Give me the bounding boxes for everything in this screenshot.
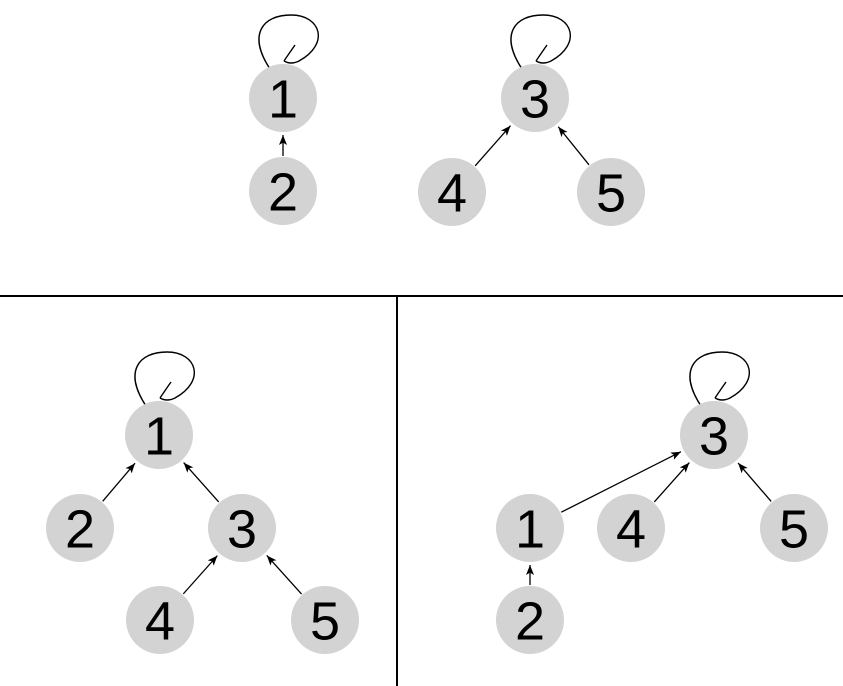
- panel-bottom-right-forest: 3 1 4 5 2: [496, 351, 828, 654]
- edge-arrow-br5-br3: [737, 462, 772, 502]
- node-circle-3: [208, 494, 276, 562]
- self-loop-arrow: [258, 14, 319, 70]
- panel-bottom-left-forest: 12 34 5: [46, 351, 359, 654]
- node-circle-4: [418, 158, 486, 226]
- self-loop-arrowhead: [714, 381, 727, 399]
- node-label-4: 4: [437, 163, 467, 223]
- edge-arrow-bl3-bl1: [183, 462, 220, 503]
- node-circle-1: [249, 64, 317, 132]
- edge-arrow-bl4-bl3: [182, 555, 218, 595]
- node-circle-2: [249, 157, 317, 225]
- node-circle-4: [597, 494, 665, 562]
- node-circle-1: [496, 494, 564, 562]
- node-circle-5: [291, 586, 359, 654]
- node-label-3: 3: [520, 69, 550, 129]
- node-circle-1: [125, 401, 193, 469]
- node-label-2: 2: [515, 591, 545, 651]
- node-label-4: 4: [616, 499, 646, 559]
- edge-arrow-bl2-bl1: [102, 462, 136, 502]
- node-label-2: 2: [268, 162, 298, 222]
- node-label-3: 3: [699, 406, 729, 466]
- node-circle-4: [126, 586, 194, 654]
- edge-arrow-t4-t3: [474, 125, 511, 167]
- node-circle-2: [46, 494, 114, 562]
- node-circle-3: [680, 401, 748, 469]
- node-circle-5: [577, 158, 645, 226]
- self-loop-arrowhead: [535, 44, 548, 62]
- node-label-1: 1: [268, 69, 298, 129]
- self-loop-arrow: [510, 14, 571, 70]
- edge-arrow-br1-br3: [560, 451, 682, 513]
- node-circle-2: [496, 586, 564, 654]
- node-label-3: 3: [227, 499, 257, 559]
- node-label-2: 2: [65, 499, 95, 559]
- self-loop-arrow: [134, 351, 195, 407]
- node-circle-3: [501, 64, 569, 132]
- panel-top-forest: 1 2 34 5: [249, 14, 645, 226]
- edge-arrow-bl5-bl3: [266, 555, 303, 595]
- self-loop-arrowhead: [159, 381, 172, 399]
- edge-arrow-t5-t3: [557, 126, 590, 166]
- node-label-4: 4: [145, 591, 175, 651]
- node-label-5: 5: [779, 499, 809, 559]
- edge-arrow-br4-br3: [653, 462, 690, 503]
- node-label-1: 1: [144, 406, 174, 466]
- self-loop-arrow: [689, 351, 750, 407]
- self-loop-arrowhead: [283, 44, 296, 62]
- node-label-5: 5: [596, 163, 626, 223]
- node-circle-5: [760, 494, 828, 562]
- node-label-1: 1: [515, 499, 545, 559]
- node-label-5: 5: [310, 591, 340, 651]
